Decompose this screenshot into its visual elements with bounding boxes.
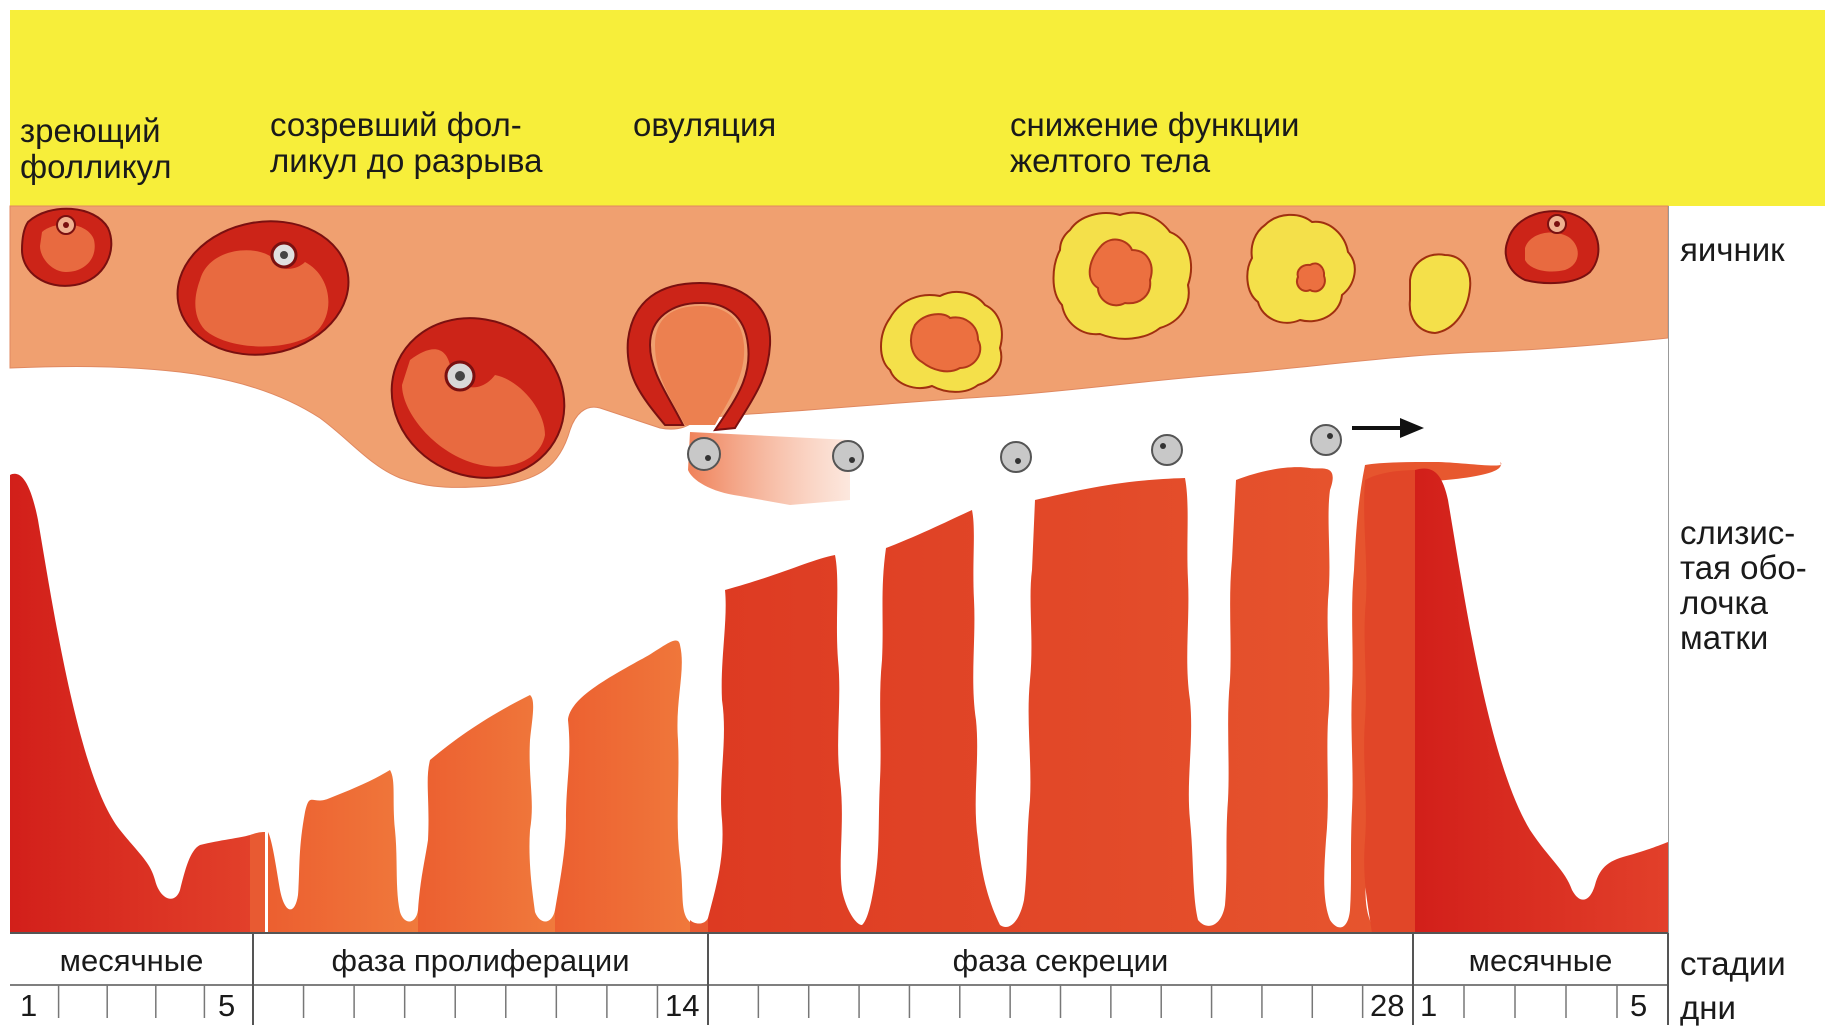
label-maturing-follicle: зреющий фолликул bbox=[20, 113, 172, 185]
stage-menses-start: месячные bbox=[10, 936, 253, 986]
ovum-icon bbox=[1152, 435, 1182, 465]
endometrium-secretion-last bbox=[1364, 470, 1420, 933]
stage-menses-end: месячные bbox=[1413, 936, 1668, 986]
day-28: 28 bbox=[1370, 990, 1404, 1022]
endometrium-proliferation-tail bbox=[690, 918, 708, 933]
label-corpus-luteum-decline: снижение функции желтого тела bbox=[1010, 107, 1299, 179]
day-14: 14 bbox=[665, 990, 699, 1022]
day-1: 1 bbox=[20, 990, 37, 1022]
ovum-icon bbox=[1311, 425, 1341, 455]
day-5-next: 5 bbox=[1630, 990, 1647, 1022]
follicle-new bbox=[1506, 211, 1599, 283]
endometrium-proliferation-2 bbox=[418, 695, 555, 933]
label-days: дни bbox=[1680, 990, 1736, 1025]
label-mature-follicle: созревший фол- ликул до разрыва bbox=[270, 107, 543, 179]
label-endometrium: слизис- тая обо- лочка матки bbox=[1680, 515, 1807, 655]
ovum-icon bbox=[1001, 442, 1031, 472]
day-5: 5 bbox=[218, 990, 235, 1022]
endometrium-menses-start bbox=[10, 474, 250, 933]
label-ovulation: овуляция bbox=[633, 107, 776, 143]
endometrium-proliferation-1 bbox=[268, 770, 420, 933]
follicle-1 bbox=[22, 209, 111, 286]
ovum-icon bbox=[833, 441, 863, 471]
day-1-next: 1 bbox=[1420, 990, 1437, 1022]
stage-secretion: фаза секреции bbox=[708, 936, 1413, 986]
arrow-right-icon bbox=[1352, 418, 1424, 438]
ovary-right-edge bbox=[1668, 206, 1669, 933]
endometrium-menses-end bbox=[1415, 469, 1668, 933]
label-stages: стадии bbox=[1680, 946, 1786, 981]
ovum-icon bbox=[688, 438, 720, 470]
endometrium-proliferation-3 bbox=[555, 640, 700, 933]
corpus-luteum-2 bbox=[1054, 213, 1191, 339]
corpus-luteum-1 bbox=[881, 292, 1002, 392]
label-ovary: яичник bbox=[1680, 232, 1785, 267]
endometrium-menses-start-tail bbox=[250, 832, 265, 933]
stage-proliferation: фаза пролиферации bbox=[253, 936, 708, 986]
